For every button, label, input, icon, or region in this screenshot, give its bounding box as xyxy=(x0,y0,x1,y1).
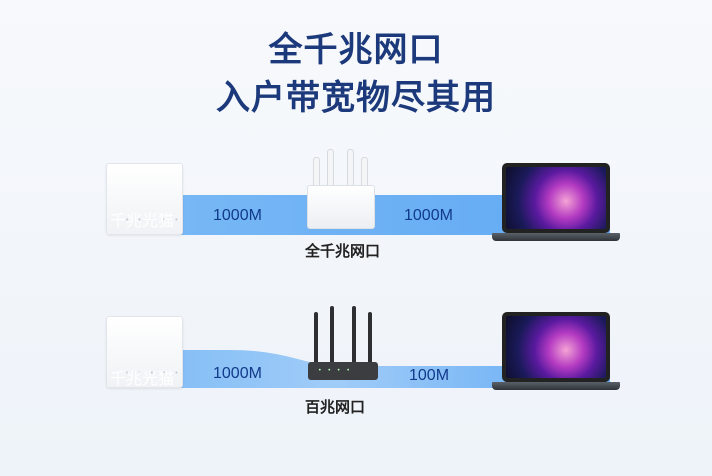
modem-indicator-dots: • • • • • xyxy=(125,369,182,377)
speed-right-label: 1000M xyxy=(404,207,453,224)
laptop-base xyxy=(492,233,620,241)
modem-indicator-dots: • • • • • xyxy=(125,216,182,224)
router-caption: 百兆网口 xyxy=(305,398,366,416)
laptop-base xyxy=(492,382,620,390)
router-antenna xyxy=(330,306,334,368)
modem-label: 千兆光猫 xyxy=(110,211,175,230)
laptop-screen xyxy=(502,163,610,233)
black-100m-router-icon: • • • • xyxy=(308,300,378,382)
optical-modem: • • • • • xyxy=(106,163,183,235)
router-body: • • • • xyxy=(308,362,378,380)
router-caption: 全千兆网口 xyxy=(305,242,381,260)
speed-left-label: 1000M xyxy=(213,207,262,224)
gigabit-path-row: • • • • • 千兆光猫 1000M 全千兆网口 1000M xyxy=(0,145,712,295)
optical-modem: • • • • • xyxy=(106,316,183,388)
router-antenna xyxy=(314,312,318,368)
modem-label: 千兆光猫 xyxy=(110,369,175,388)
router-antenna xyxy=(352,306,356,368)
white-gigabit-router-icon xyxy=(305,145,375,229)
laptop-icon xyxy=(492,312,622,402)
speed-right-label: 100M xyxy=(409,367,450,384)
headline-line1: 全千兆网口 xyxy=(268,30,444,70)
router-body xyxy=(307,185,375,229)
headline-line2: 入户带宽物尽其用 xyxy=(216,78,496,118)
speed-left-label: 1000M xyxy=(213,365,262,382)
laptop-screen xyxy=(502,312,610,382)
router-antenna xyxy=(368,312,372,368)
router-lights: • • • • xyxy=(318,367,352,374)
laptop-icon xyxy=(492,163,622,253)
100m-path-row: • • • • • 千兆光猫 1000M • • • • 百兆网口 100M xyxy=(0,300,712,450)
